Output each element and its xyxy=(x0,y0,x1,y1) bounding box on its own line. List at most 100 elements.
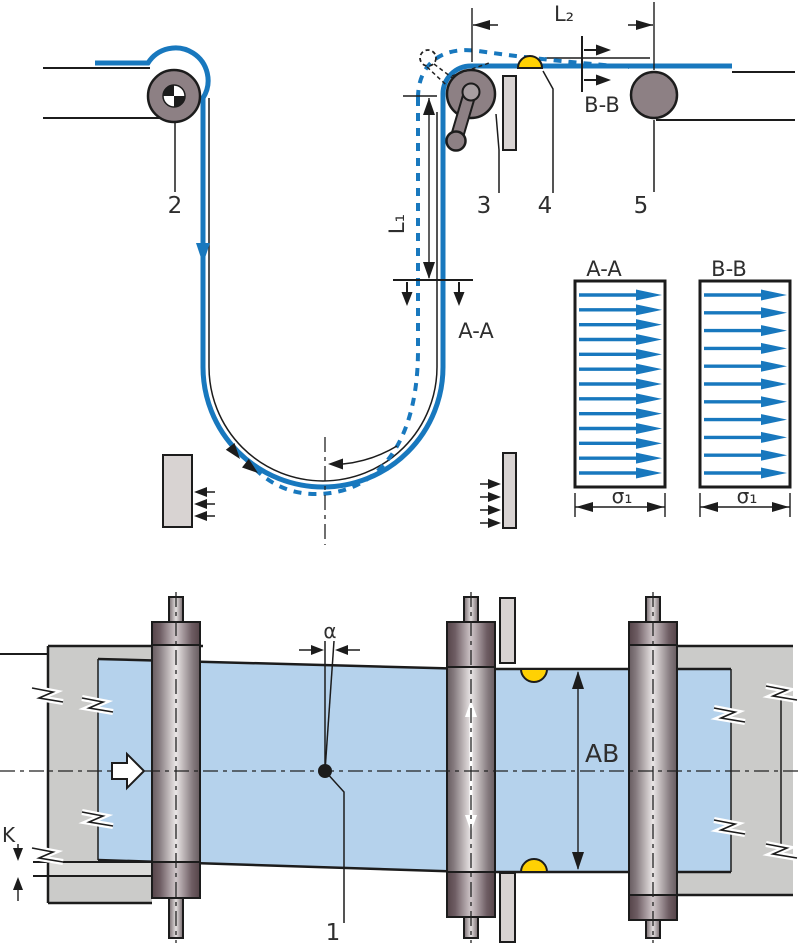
force-arrow-icon xyxy=(488,518,501,528)
pivot-alt-position-dashed-circle xyxy=(419,49,437,67)
sensor-bracket-bar xyxy=(499,872,516,943)
tension-arrow-head-icon xyxy=(636,467,662,479)
tension-arrow-head-icon xyxy=(636,348,662,360)
stopper-plate xyxy=(502,452,517,529)
tension-arrow-head-icon xyxy=(636,423,662,434)
web-path-dashed-loop xyxy=(247,98,420,497)
tension-arrows xyxy=(704,289,787,479)
force-arrow-icon xyxy=(194,511,207,521)
dim-arrow-right-icon xyxy=(772,502,789,512)
dimension-l2: L₂ xyxy=(471,2,655,70)
tension-arrow-head-icon xyxy=(761,342,787,354)
break-mark-icon xyxy=(765,685,798,701)
edge-sensor-icon xyxy=(519,668,549,683)
tension-arrow-head-icon xyxy=(761,396,787,408)
frame-left-block xyxy=(48,646,98,862)
dim-arrow-down-icon xyxy=(423,262,435,279)
sensor-4-label: 4 xyxy=(538,193,553,219)
dim-arrow-down-icon xyxy=(572,852,584,870)
dim-ab-label: AB xyxy=(585,739,619,768)
force-arrow-icon xyxy=(488,505,501,515)
tension-arrow-head-icon xyxy=(761,414,787,426)
center-mark-quadrant xyxy=(174,96,185,107)
break-mark-icon xyxy=(713,707,746,723)
roller-2: 2 xyxy=(146,68,202,219)
section-aa-cut: A-A xyxy=(393,279,494,343)
roller-5-body xyxy=(629,70,679,120)
section-arrow-icon xyxy=(453,292,465,306)
web-edge-u-line xyxy=(208,98,438,482)
web-direction-arrow-icon xyxy=(196,243,210,264)
tension-arrow-head-icon xyxy=(636,408,662,420)
angle-arrow-icon xyxy=(335,645,348,655)
plan-view: α 1 K AB xyxy=(0,592,800,946)
roller-5: 5 xyxy=(629,70,679,219)
section-arrow-icon xyxy=(596,44,611,56)
loop-direction-arrow-icon xyxy=(242,458,258,473)
dim-arrow-left-icon xyxy=(576,502,593,512)
frame-bottom-strip-light xyxy=(48,862,152,876)
tension-arrow-head-icon xyxy=(636,319,662,331)
dimension-l1: L₁ xyxy=(385,95,437,279)
angle-arrow-icon xyxy=(311,645,324,655)
pivot-label: 1 xyxy=(326,920,341,946)
edge-sensor-icon xyxy=(519,858,549,873)
frame-bottom-strip xyxy=(48,876,152,903)
sensor-bracket-bar xyxy=(502,75,517,151)
leader-line xyxy=(324,770,345,923)
break-mark-icon xyxy=(81,697,114,713)
tension-arrow-head-icon xyxy=(636,334,662,345)
panel-frame xyxy=(698,279,792,489)
section-arrow-icon xyxy=(401,292,413,306)
tension-arrow-head-icon xyxy=(761,431,787,443)
roller-3-pivot-assembly: 3 xyxy=(419,49,500,219)
dim-arrow-down-icon xyxy=(13,848,23,861)
alpha-angle-detail: α 1 xyxy=(299,619,360,946)
dimension-ab: AB xyxy=(572,671,619,870)
loop-direction-arrow-icon xyxy=(225,443,240,459)
section-bb-label: B-B xyxy=(584,93,620,117)
side-view: 2 3 4 5 xyxy=(43,2,795,545)
dim-arrow-right-icon xyxy=(636,20,653,30)
section-arrow-icon xyxy=(596,74,611,86)
tension-arrow-head-icon xyxy=(761,449,787,461)
dim-arrow-left-icon xyxy=(473,20,490,30)
sensor-bracket-bar xyxy=(499,597,516,664)
tension-arrow-head-icon xyxy=(761,307,787,319)
center-mark-quadrant xyxy=(163,85,174,96)
dim-l2-label: L₂ xyxy=(554,2,574,26)
crank-end-pin xyxy=(445,130,467,152)
alt-path-arrow-icon xyxy=(328,458,343,470)
panel-frame xyxy=(573,279,667,489)
leader-line xyxy=(495,113,500,193)
tension-arrow-head-icon xyxy=(761,378,787,390)
sigma-label: σ₁ xyxy=(612,484,633,508)
break-mark-icon xyxy=(713,819,746,835)
edge-sensor-icon xyxy=(516,55,544,69)
angle-skew-line xyxy=(324,640,335,772)
dim-arrow-right-icon xyxy=(647,502,664,512)
roller-3-label: 3 xyxy=(477,193,492,219)
break-mark-icon xyxy=(81,811,114,827)
roller-5-label: 5 xyxy=(634,193,649,219)
tension-arrow-head-icon xyxy=(761,289,787,301)
tension-arrow-head-icon xyxy=(636,393,662,405)
web-sheet xyxy=(98,659,731,872)
travel-direction-arrow-icon xyxy=(111,751,146,791)
tension-arrow-head-icon xyxy=(636,437,662,449)
dim-arrow-up-icon xyxy=(13,877,23,890)
alpha-label: α xyxy=(323,619,336,643)
dim-arrow-up-icon xyxy=(423,98,435,115)
tension-panel-aa: A-A σ₁ xyxy=(573,257,667,517)
tension-arrow-head-icon xyxy=(761,467,787,479)
stopper-plate xyxy=(162,454,193,528)
tension-panel-bb: B-B σ₁ xyxy=(698,257,792,517)
section-aa-label: A-A xyxy=(458,319,494,343)
section-bb-cut: B-B xyxy=(581,36,620,117)
roller-3-hub xyxy=(461,82,481,102)
tension-arrow-head-icon xyxy=(636,363,662,375)
tension-arrow-head-icon xyxy=(761,360,787,372)
web-path-dashed-top xyxy=(416,48,630,99)
panel-aa-title: A-A xyxy=(586,257,622,281)
